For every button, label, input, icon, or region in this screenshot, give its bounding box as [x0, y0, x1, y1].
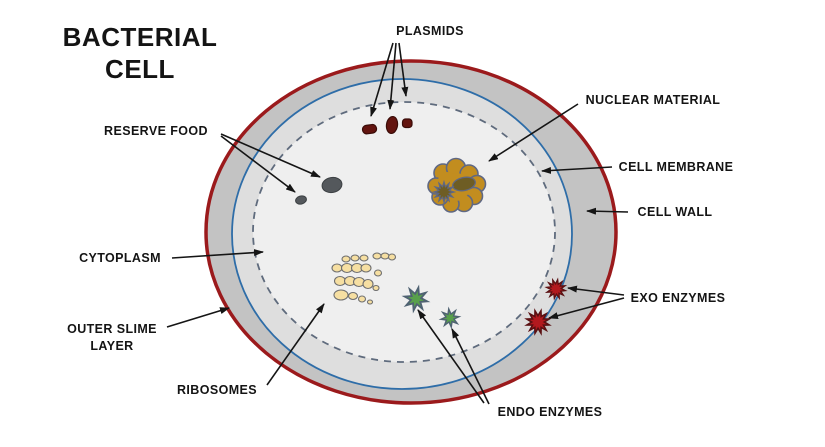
arrow-endo-1 [417, 309, 485, 404]
ribosome [333, 289, 349, 301]
ribosome [350, 254, 360, 262]
ribosome [333, 275, 347, 287]
ribosome [362, 278, 374, 290]
ribosome [372, 252, 382, 260]
arrow-cytoplasm [171, 249, 264, 259]
label-cell-membrane: CELL MEMBRANE [619, 160, 734, 174]
label-cytoplasm: CYTOPLASM [79, 251, 161, 265]
page-title-line2: CELL [105, 54, 175, 84]
page-title-line1: BACTERIAL [63, 22, 218, 52]
arrow-reserve-1 [220, 133, 321, 178]
ribosome [366, 299, 374, 305]
annotation-arrows [166, 42, 629, 405]
arrow-cell-membrane [541, 166, 613, 174]
arrow-plasmid-2 [387, 42, 397, 110]
label-endo-enzymes: ENDO ENZYMES [498, 405, 603, 419]
arrow-ribosomes [266, 303, 325, 386]
ribosome [341, 255, 351, 263]
ribosome [331, 263, 343, 273]
reserve-food-granule [321, 176, 343, 194]
plasmid [361, 123, 378, 135]
arrow-exo-2 [548, 297, 625, 320]
inner-dashed-ellipse [252, 101, 556, 363]
ribosome [359, 254, 369, 262]
label-nuclear-material: NUCLEAR MATERIAL [586, 93, 721, 107]
ribosomes-cluster [331, 252, 397, 305]
plasmids-group [361, 115, 413, 135]
reserve-food-granule [295, 195, 307, 205]
nuclear-material-blob [427, 157, 487, 213]
cell-envelope [204, 59, 618, 405]
label-plasmids: PLASMIDS [396, 24, 464, 38]
arrow-plasmid-3 [398, 42, 409, 97]
ribosome [347, 291, 359, 301]
labels-layer: BACTERIAL CELL PLASMIDS NUCLEAR MATERIAL… [63, 22, 734, 419]
label-exo-enzymes: EXO ENZYMES [631, 291, 726, 305]
label-cell-wall: CELL WALL [638, 205, 713, 219]
plasmid [385, 115, 399, 135]
arrow-plasmid-1 [370, 42, 394, 117]
label-reserve-food: RESERVE FOOD [104, 124, 208, 138]
ribosome [372, 284, 380, 292]
arrow-reserve-2 [220, 135, 296, 193]
reserve-food-group [295, 176, 343, 205]
arrow-cell-wall [586, 207, 629, 215]
arrow-exo-1 [567, 285, 625, 296]
ribosome [360, 263, 372, 273]
label-outer-slime-line1: OUTER SLIME [67, 322, 157, 336]
ribosome [380, 252, 390, 260]
ribosome [340, 262, 354, 274]
ribosome [357, 295, 367, 303]
label-ribosomes: RIBOSOMES [177, 383, 257, 397]
label-outer-slime-line2: LAYER [90, 339, 133, 353]
plasmid [401, 118, 413, 129]
ribosome [387, 253, 397, 261]
arrow-endo-2 [451, 328, 490, 405]
arrow-nuclear-material [488, 103, 579, 162]
ribosome [373, 269, 383, 277]
arrow-outer-slime [166, 307, 230, 328]
